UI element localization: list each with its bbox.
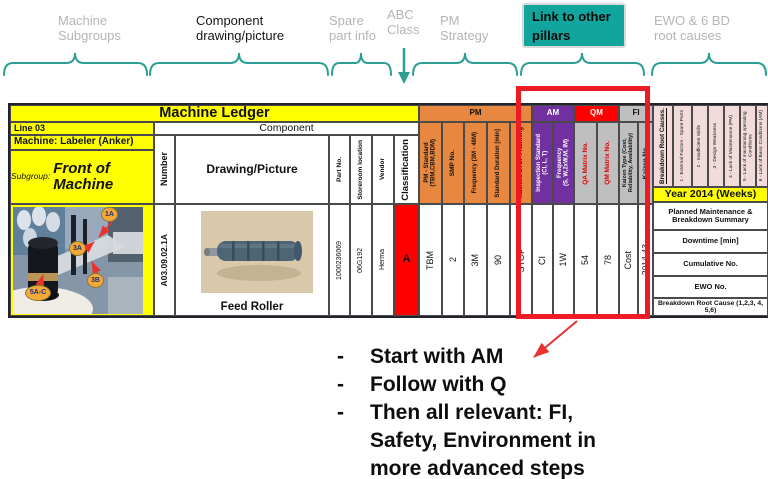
- col-root-cause-6: 6 - Lack of Basic Conditions (AM): [756, 105, 768, 187]
- row-breakdown-root-cause: Breakdown Root Cause (1,2,3, 4, 5,6): [653, 298, 768, 316]
- col-machine-stop-running: Machine STOP / Running: [510, 122, 532, 204]
- link-to-other-pillars-box: Link to other pillars: [522, 3, 626, 48]
- machine-ledger-table: Machine Ledger PM AM QM FI Line 03 Compo…: [8, 103, 768, 318]
- col-frequency-am: Frequency (S, W,2xW,M, IM): [553, 122, 574, 204]
- cell-storeroom-value[interactable]: 06G192: [350, 204, 372, 316]
- col-standard-duration: Standard Duration [min]: [487, 122, 510, 204]
- col-root-cause-4: 4 - Lack of Maintenance (PM): [724, 105, 740, 187]
- col-classification: Classification: [394, 135, 419, 204]
- col-root-cause-3: 3 - Design Weakness: [708, 105, 724, 187]
- subgroup-value: Front of Machine: [53, 159, 114, 193]
- cell-pm-standard-value[interactable]: TBM: [419, 204, 442, 316]
- col-part-no: Part No.: [329, 135, 350, 204]
- brace-pm-strategy: [412, 52, 518, 76]
- notes-list: - Start with AM - Follow with Q - Then a…: [337, 343, 615, 479]
- col-smp-no: SMP No.: [442, 122, 464, 204]
- col-inspection-standard: Inspection Standard (CI, L, T): [532, 122, 553, 204]
- brace-spare-part-info: [331, 52, 392, 76]
- row-planned-maintenance: Planned Maintenance & Breakdown Summary: [653, 202, 768, 230]
- cell-drawing-picture[interactable]: Feed Roller: [175, 204, 329, 316]
- cell-number-value[interactable]: A03.09.02.1A: [154, 204, 175, 316]
- machine-photo: 1A 3A 3B 5A-C: [11, 206, 143, 315]
- note-bullet: -: [337, 345, 344, 368]
- brace-machine-subgroups: [3, 52, 148, 76]
- col-breakdown-root-causes: Breakdown Root Causes.: [653, 105, 673, 187]
- machine-photo-cell: 1A 3A 3B 5A-C: [10, 204, 154, 316]
- label-ewo-root-causes: EWO & 6 BD root causes: [654, 13, 730, 44]
- band-pm: PM: [419, 105, 532, 122]
- label-spare-part-info: Spare part info: [329, 13, 376, 44]
- feed-roller-image: [201, 211, 313, 293]
- cell-part-no-value[interactable]: 1000236069: [329, 204, 350, 316]
- band-am: AM: [532, 105, 574, 122]
- col-pm-standard: PM - Standard (TBM,CBM,BDM): [419, 122, 442, 204]
- col-drawing-picture: Drawing/Picture: [175, 135, 329, 204]
- label-component-drawing: Component drawing/picture: [196, 13, 285, 44]
- cell-standard-duration-value[interactable]: 90: [487, 204, 510, 316]
- cell-frequency-pm-value[interactable]: 3M: [464, 204, 487, 316]
- brace-ewo-root-causes: [651, 52, 767, 76]
- row-downtime: Downtime [min]: [653, 230, 768, 253]
- table-title: Machine Ledger: [10, 105, 419, 122]
- cell-smp-no-value[interactable]: 2: [442, 204, 464, 316]
- col-qa-matrix-no: QA Matrix No.: [574, 122, 597, 204]
- col-root-cause-5: 5 - Lack of maintaining operating Condit…: [740, 105, 756, 187]
- callout-3b: 3B: [87, 273, 104, 288]
- label-machine-subgroups: Machine Subgroups: [58, 13, 121, 44]
- col-storeroom-location: Storeroom location: [350, 135, 372, 204]
- col-frequency-pm: Frequency (3M - 48M): [464, 122, 487, 204]
- note-item-2: - Follow with Q: [337, 371, 615, 399]
- band-qm: QM: [574, 105, 619, 122]
- note-item-1: - Start with AM: [337, 343, 615, 371]
- col-kaizen-type: Kaizen Type (Cost, Reliability, Availabi…: [619, 122, 638, 204]
- col-qm-matrix-no: QM Matrix No.: [597, 122, 619, 204]
- row-ewo-no: EWO No.: [653, 276, 768, 298]
- subgroup-cell: Subgroup: Front of Machine: [10, 150, 154, 204]
- highlight-box-am-qm-fi: [516, 86, 650, 319]
- row-cumulative-no: Cumulative No.: [653, 253, 768, 276]
- brace-link-pillars: [520, 52, 645, 76]
- band-fi: FI: [619, 105, 653, 122]
- callout-1a: 1A: [101, 207, 118, 222]
- note-item-3: - Then all relevant: FI, Safety, Environ…: [337, 399, 615, 479]
- line-cell: Line 03: [10, 122, 154, 135]
- brace-component-drawing: [149, 52, 329, 76]
- col-root-cause-2: 2 - Insufficient Skills: [692, 105, 708, 187]
- abc-class-arrow: [398, 48, 410, 84]
- feed-roller-caption: Feed Roller: [220, 300, 284, 313]
- component-header: Component: [154, 122, 419, 135]
- machine-cell: Machine: Labeler (Anker): [10, 135, 154, 150]
- callout-5a-c: 5A-C: [25, 285, 51, 301]
- cell-vendor-value[interactable]: Herma: [372, 204, 394, 316]
- note-bullet: -: [337, 401, 344, 424]
- subgroup-label: Subgroup:: [11, 171, 51, 182]
- col-vendor: Vendor: [372, 135, 394, 204]
- label-pm-strategy: PM Strategy: [440, 13, 489, 44]
- year-weeks-header: Year 2014 (Weeks): [653, 187, 768, 202]
- note-bullet: -: [337, 373, 344, 396]
- callout-3a: 3A: [69, 241, 86, 256]
- label-abc-class: ABC Class: [387, 7, 420, 38]
- cell-classification-value[interactable]: A: [394, 204, 419, 316]
- col-root-cause-1: 1 - External Factors - Spare Parts: [673, 105, 692, 187]
- col-number: Number: [154, 135, 175, 204]
